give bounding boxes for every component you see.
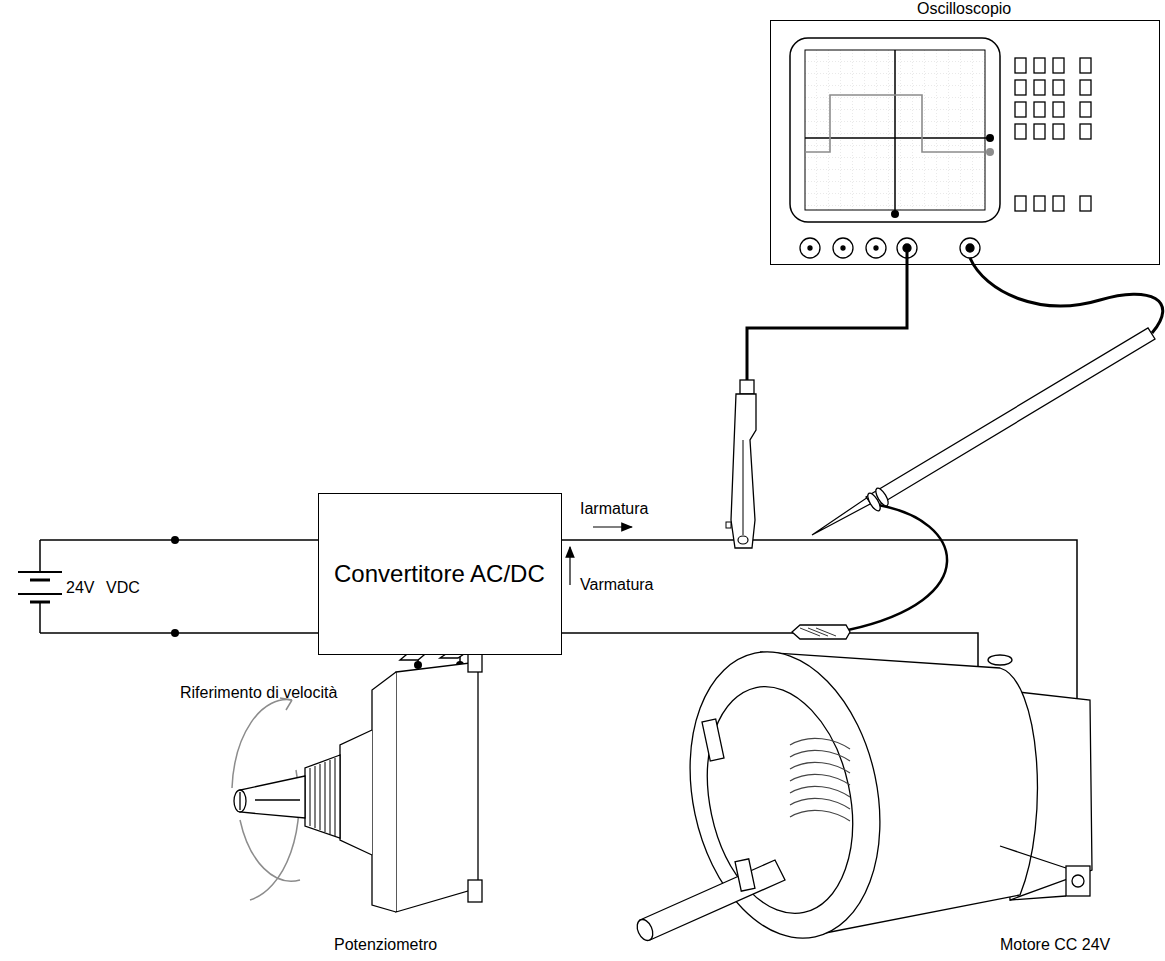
- oscilloscope-box: Oscilloscopio: [770, 20, 1160, 265]
- part-name: Motore CC 24V: [1000, 936, 1110, 954]
- signal-name: Iarmatura: [580, 500, 648, 518]
- voltage-probe: [792, 258, 1163, 639]
- part-name: Potenziometro: [334, 936, 437, 954]
- oscilloscope-knobs: [800, 238, 980, 258]
- node-heading: Oscilloscopio: [917, 0, 1011, 18]
- signal-name: VDC: [106, 579, 140, 597]
- winding-lines: [790, 738, 850, 821]
- oscilloscope-buttons: [1015, 58, 1091, 211]
- voltage-value: 24V: [66, 579, 94, 597]
- wire-label: Riferimento di velocità: [180, 684, 337, 702]
- node-label: Convertitore AC/DC: [334, 560, 545, 588]
- signal-name: Varmatura: [580, 576, 654, 594]
- motor-drawing: [634, 634, 1092, 956]
- converter-box: Convertitore AC/DC: [318, 493, 562, 655]
- battery-symbol: [18, 540, 318, 633]
- thread-lines: [310, 758, 335, 836]
- oscilloscope-screen: [790, 38, 1000, 222]
- current-probe: [726, 252, 907, 548]
